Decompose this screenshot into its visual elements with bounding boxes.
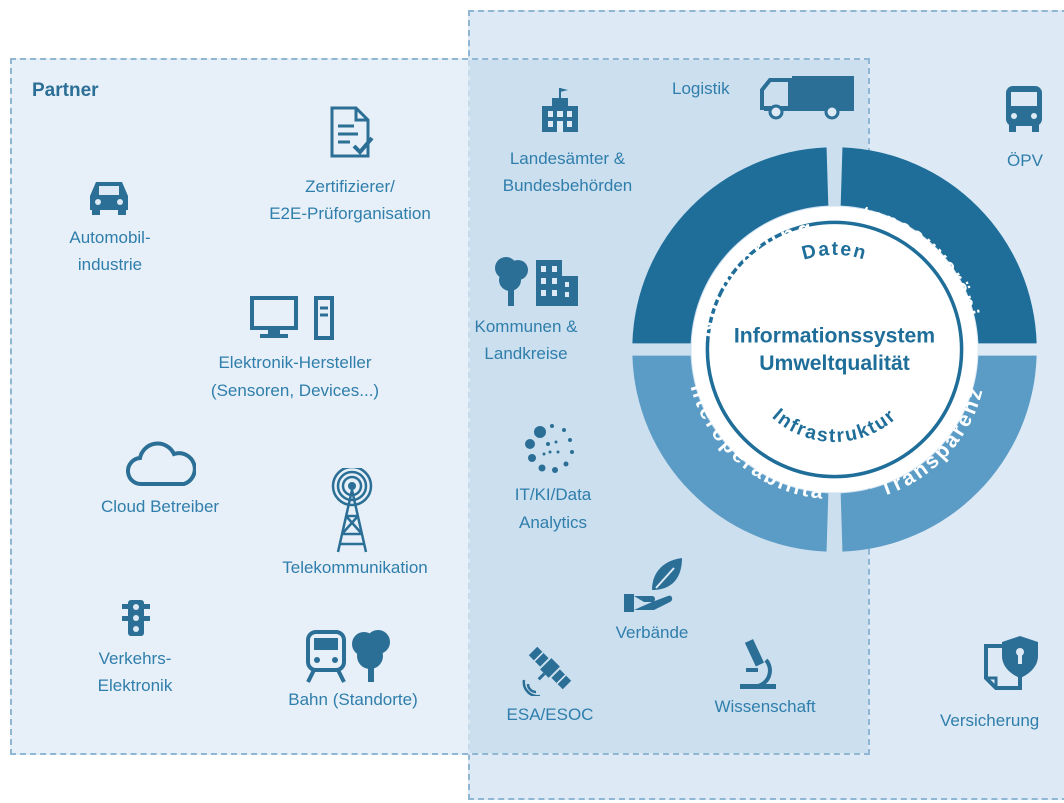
label-bahn: Bahn (Standorte) — [288, 690, 418, 709]
insurance-shield-icon — [982, 632, 1044, 690]
label-verbaende: Verbände — [615, 623, 689, 642]
train-tree-icon — [304, 628, 396, 684]
label-it-2: Analytics — [518, 513, 588, 532]
label-verkehr-2: Elektronik — [97, 676, 173, 695]
label-zertifizierer-1: Zertifizierer/ — [305, 177, 395, 196]
label-telekom: Telekommunikation — [282, 558, 428, 577]
segment-transparenz — [840, 355, 1037, 552]
label-esa: ESA/ESOC — [506, 705, 594, 724]
label-kommunen-2: Landkreise — [484, 344, 568, 363]
label-verkehr-1: Verkehrs- — [98, 649, 172, 668]
label-logistik: Logistik — [672, 79, 730, 98]
label-automobil-2: industrie — [77, 255, 143, 274]
computer-icon — [250, 296, 334, 340]
center-title-line-1: Informationssystem — [734, 324, 935, 347]
wheel-diagram: Normierung Datensouveränität Interoperab… — [605, 120, 1037, 552]
label-landesaemter-2: Bundesbehörden — [502, 176, 633, 195]
certificate-icon — [326, 104, 376, 160]
satellite-icon — [522, 640, 578, 696]
label-elektronik-1: Elektronik-Hersteller — [218, 353, 372, 372]
traffic-light-icon — [120, 598, 152, 638]
label-it-1: IT/KI/Data — [514, 485, 592, 504]
center-title-line-2: Umweltqualität — [759, 352, 910, 375]
ring-segments — [632, 147, 1037, 552]
cloud-icon — [126, 440, 196, 488]
label-zertifizierer-2: E2E-Prüforganisation — [269, 204, 431, 223]
label-automobil-1: Automobil- — [69, 228, 151, 247]
inner-disc — [691, 206, 978, 493]
government-building-icon — [540, 86, 580, 134]
truck-icon — [758, 74, 856, 120]
label-elektronik-2: (Sensoren, Devices...) — [210, 381, 380, 400]
segment-normierung — [632, 147, 829, 344]
car-icon — [88, 178, 130, 216]
label-cloud: Cloud Betreiber — [100, 497, 220, 516]
label-wissenschaft: Wissenschaft — [714, 697, 816, 716]
partner-title: Partner — [32, 80, 99, 101]
segment-datensouveraenitaet — [840, 147, 1037, 344]
antenna-tower-icon — [330, 468, 374, 554]
label-kommunen-1: Kommunen & — [474, 317, 578, 336]
label-versicherung: Versicherung — [940, 711, 1040, 730]
city-icon — [488, 254, 580, 308]
label-oepv: ÖPV — [1007, 151, 1043, 170]
hand-leaf-icon — [622, 554, 686, 614]
data-analytics-icon — [520, 418, 578, 476]
microscope-icon — [736, 638, 782, 692]
bus-icon — [1004, 84, 1044, 134]
segment-interoperabilitaet — [632, 355, 829, 552]
label-landesaemter-1: Landesämter & — [509, 149, 626, 168]
inner-ring-line — [705, 220, 964, 479]
